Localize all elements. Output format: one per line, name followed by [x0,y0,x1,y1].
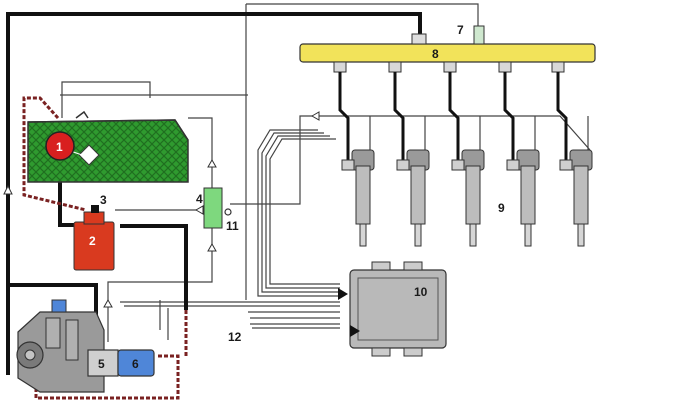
rail-outlet-2 [388,61,402,73]
flow-arrows [103,111,320,308]
label-8: 8 [432,47,439,61]
injectors [333,61,593,247]
hp-pipe-4 [503,72,515,165]
injector-body-3 [465,165,481,225]
ecu-output-arrow [350,325,360,337]
injector-body-5 [573,165,589,225]
rail-pressure-sensor [473,25,485,45]
label-10: 10 [414,285,428,299]
hp-pipe-1 [338,72,350,165]
injector-nozzle-1 [359,223,367,247]
injector-body-1 [355,165,371,225]
label-9: 9 [498,201,505,215]
high-pressure-pump [16,299,105,393]
label-2: 2 [89,234,96,248]
injector-body-4 [520,165,536,225]
injector-connector-1 [341,159,355,171]
injector-nozzle-5 [577,223,585,247]
injector-connector-2 [396,159,410,171]
feed-arrow-up [3,184,13,195]
pump-actuator [117,349,155,377]
pump-control-valve [87,349,119,377]
lift-pump [45,131,75,161]
label-11: 11 [226,219,239,233]
sensor-wiring [60,3,591,342]
level-sender-icon [78,144,100,166]
label-3: 3 [100,193,107,207]
hp-pipe-3 [448,72,460,165]
label-1: 1 [56,140,63,154]
injector-connector-4 [506,159,520,171]
valve-port [224,208,232,216]
injector-connector-3 [451,159,465,171]
hp-pipe-5 [556,72,568,165]
label-4: 4 [196,192,203,206]
rail-outlet-1 [333,61,347,73]
injector-nozzle-2 [414,223,422,247]
ecu [349,261,447,357]
injector-nozzle-4 [524,223,532,247]
injector-nozzle-3 [469,223,477,247]
label-7: 7 [457,23,464,37]
injector-connector-5 [559,159,573,171]
label-6: 6 [132,357,139,371]
flow-valve [203,187,223,229]
rail-outlet-5 [551,61,565,73]
label-5: 5 [98,357,105,371]
injector-body-2 [410,165,426,225]
rail-outlet-3 [443,61,457,73]
hp-pipe-2 [393,72,405,165]
rail-outlet-4 [498,61,512,73]
fuel-filter [73,205,115,271]
ecu-input-arrow [338,288,348,300]
label-12: 12 [228,330,242,344]
rail [299,33,596,63]
